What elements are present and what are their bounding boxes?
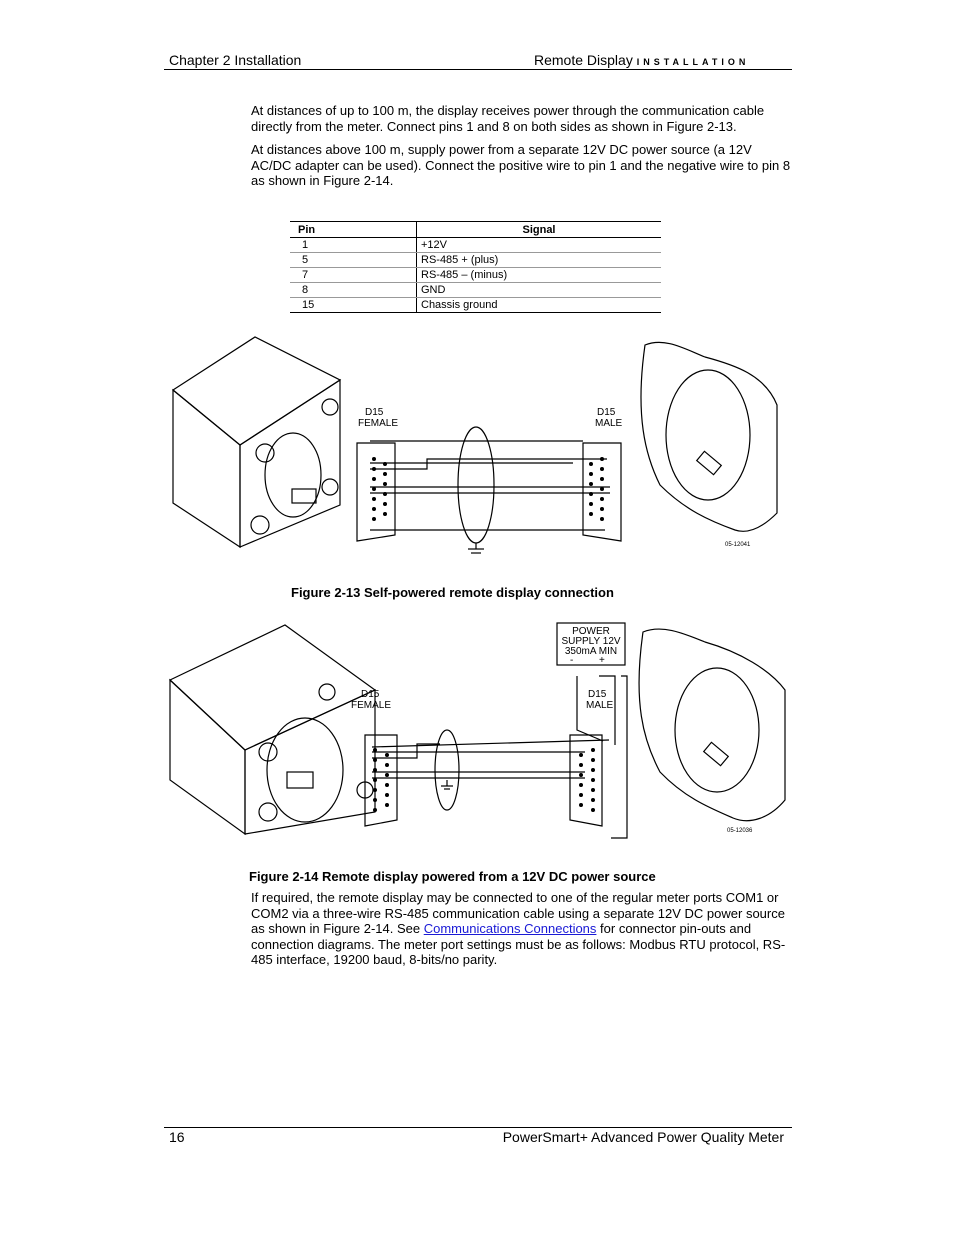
svg-text:-: - xyxy=(570,655,573,666)
table-row: 1+12V xyxy=(290,237,661,253)
power-supply-label-3: 350mA MIN xyxy=(565,646,617,657)
meter-side-face xyxy=(169,678,246,836)
pin-cell: 5 xyxy=(290,252,417,268)
paragraph-1: At distances of up to 100 m, the display… xyxy=(251,103,765,134)
figure-2-13-diagram: D15 FEMALE D15 MALE 05-12041 xyxy=(171,336,778,554)
header-title: Remote Display INSTALLATION xyxy=(534,52,749,68)
figure-2-13-caption: Figure 2-13 Self-powered remote display … xyxy=(291,585,614,600)
meter-front-face xyxy=(244,689,376,835)
signal-cell: GND xyxy=(416,282,661,298)
power-supply-label-2: SUPPLY 12V xyxy=(561,636,620,647)
footer-rule xyxy=(164,1127,792,1128)
paragraph-3-text-after: for connector pin-outs and connection di… xyxy=(251,921,786,967)
meter-front-face xyxy=(239,378,341,548)
fig14-left-connector-type: D15 xyxy=(361,689,380,700)
meter-side-face xyxy=(172,388,241,549)
power-supply-label-1: POWER xyxy=(572,626,610,637)
fig14-left-connector-gender: FEMALE xyxy=(351,700,391,711)
signal-cell: Chassis ground xyxy=(416,297,661,313)
header-section-label: INSTALLATION xyxy=(636,57,750,67)
header-section-title: Remote Display xyxy=(534,52,633,68)
footer-page-number: 16 xyxy=(169,1129,185,1145)
meter-top-face xyxy=(171,336,342,446)
figure-2-14-diagram: POWER SUPPLY 12V 350mA MIN - + D15 FEMAL… xyxy=(168,622,786,839)
pin-cell: 1 xyxy=(290,237,417,253)
communications-connections-link[interactable]: Communications Connections xyxy=(423,921,597,936)
signal-cell: RS-485 – (minus) xyxy=(416,267,661,283)
signal-cell: +12V xyxy=(416,237,661,253)
fig14-right-connector-gender: MALE xyxy=(586,700,614,711)
paragraph-3-text-before: If required, the remote display may be c… xyxy=(251,890,785,936)
paragraph-2: At distances above 100 m, supply power f… xyxy=(251,142,791,188)
fig13-left-connector-type: D15 xyxy=(365,407,384,418)
pin-cell: 15 xyxy=(290,297,417,313)
svg-text:05-12041: 05-12041 xyxy=(725,542,751,548)
svg-text:+: + xyxy=(599,655,605,666)
fig13-left-connector-gender: FEMALE xyxy=(358,418,398,429)
footer-product-name: PowerSmart+ Advanced Power Quality Meter xyxy=(502,1129,784,1145)
signal-cell: RS-485 + (plus) xyxy=(416,252,661,268)
pin-cell: 8 xyxy=(290,282,417,298)
meter-top-face xyxy=(168,624,377,751)
paragraph-3: If required, the remote display may be c… xyxy=(251,890,791,968)
header-chapter: Chapter 2 Installation xyxy=(169,52,302,68)
fig13-right-connector-gender: MALE xyxy=(595,418,623,429)
fig13-right-connector-type: D15 xyxy=(597,407,616,418)
table-header-pin: Pin xyxy=(290,221,417,238)
header-rule xyxy=(164,69,792,70)
pin-cell: 7 xyxy=(290,267,417,283)
svg-text:05-12036: 05-12036 xyxy=(727,828,753,834)
table-header-signal: Signal xyxy=(416,221,661,238)
figure-2-14-caption: Figure 2-14 Remote display powered from … xyxy=(249,869,656,884)
fig14-right-connector-type: D15 xyxy=(588,689,607,700)
